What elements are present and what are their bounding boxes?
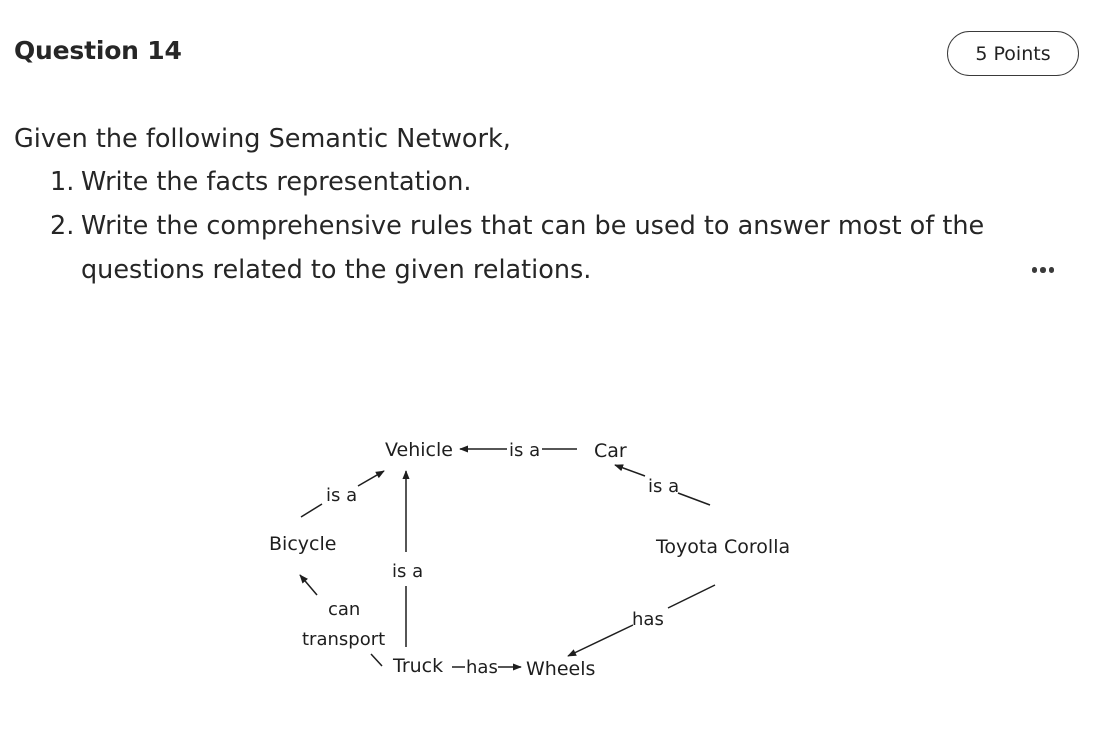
item-text: Write the comprehensive rules that can b… xyxy=(81,211,985,285)
edge-toyota-car-low xyxy=(677,492,711,506)
item-text: Write the facts representation. xyxy=(81,167,472,197)
item-number: 1. xyxy=(50,167,75,197)
more-dot xyxy=(1040,267,1046,273)
node-truck: Truck xyxy=(392,655,443,677)
points-badge: 5 Points xyxy=(947,31,1079,76)
node-wheels: Wheels xyxy=(526,658,595,680)
semantic-network-diagram: Vehicle Car Bicycle Toyota Corolla Truck… xyxy=(269,439,790,680)
edge-label-truck-vehicle: is a xyxy=(392,561,423,582)
node-vehicle: Vehicle xyxy=(385,439,453,461)
more-dot xyxy=(1031,267,1038,273)
edge-label-bicycle-vehicle: is a xyxy=(326,485,357,506)
edge-label-toyota-car: is a xyxy=(648,476,679,497)
edge-label-truck-bicycle-2: transport xyxy=(302,629,385,650)
node-toyota-corolla: Toyota Corolla xyxy=(655,536,790,558)
question-prompt: Given the following Semantic Network, xyxy=(14,124,511,154)
question-items: 1. Write the facts representation. 2. Wr… xyxy=(50,160,990,292)
edge-label-truck-wheels: has xyxy=(466,657,498,678)
edge-toyota-car-high xyxy=(614,464,646,477)
points-label: 5 Points xyxy=(975,42,1051,65)
edge-label-car-vehicle: is a xyxy=(509,440,540,461)
edge-truck-bicycle-tail xyxy=(370,653,383,667)
question-title: Question 14 xyxy=(14,36,182,65)
more-options-icon[interactable] xyxy=(1028,258,1058,282)
edge-bicycle-vehicle-low xyxy=(300,503,323,518)
edge-toyota-wheels-high xyxy=(667,584,716,609)
node-car: Car xyxy=(594,440,627,462)
item-number: 2. xyxy=(50,211,75,241)
edge-bicycle-vehicle-high xyxy=(357,470,385,487)
question-item: 1. Write the facts representation. xyxy=(50,160,990,204)
node-bicycle: Bicycle xyxy=(269,533,336,555)
question-item: 2. Write the comprehensive rules that ca… xyxy=(50,204,990,292)
more-dot xyxy=(1048,267,1055,273)
edge-label-toyota-wheels: has xyxy=(632,609,664,630)
edge-label-truck-bicycle-1: can xyxy=(328,599,360,620)
edge-toyota-wheels-low xyxy=(567,624,634,657)
edge-truck-bicycle-arrow xyxy=(299,574,318,596)
